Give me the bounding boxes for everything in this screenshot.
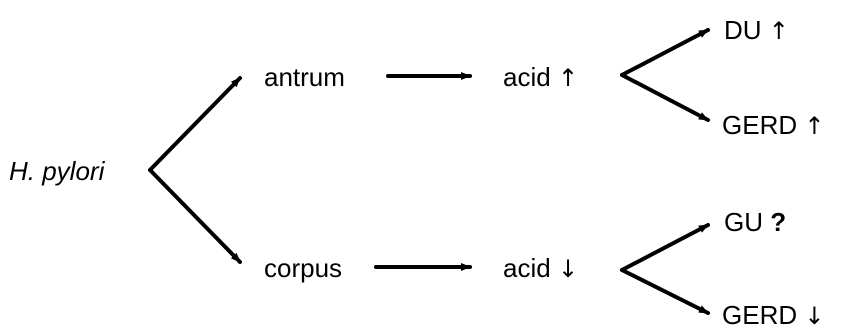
branch-arrow-du	[620, 28, 710, 77]
node-acid-down-label: acid	[503, 253, 551, 283]
node-gu-label: GU	[724, 207, 763, 237]
node-acid-down: acid ↓	[503, 253, 578, 284]
arrow-up-icon: ↑	[768, 17, 789, 45]
question-mark-icon: ?	[770, 207, 787, 237]
node-acid-up: acid ↑	[503, 62, 578, 93]
node-du-label: DU	[724, 15, 762, 45]
branch-arrow-corpus	[148, 168, 242, 264]
node-h-pylori: H. pylori	[9, 156, 104, 186]
node-corpus: corpus	[264, 253, 342, 283]
arrow-down-icon: ↓	[557, 255, 579, 283]
node-gerd-down-label: GERD	[722, 300, 798, 330]
node-antrum-label: antrum	[264, 62, 345, 92]
branch-arrow-gerd-up	[620, 73, 710, 122]
node-gerd-up: GERD ↑	[722, 110, 824, 141]
node-h-pylori-label: H. pylori	[9, 156, 105, 186]
branch-arrow-gu	[620, 223, 710, 272]
node-gerd-up-label: GERD	[722, 110, 798, 140]
branch-arrow-gerd-down	[620, 268, 710, 315]
branch-arrow-antrum	[148, 76, 242, 172]
node-acid-up-label: acid	[503, 62, 551, 92]
node-gu: GU ?	[724, 207, 786, 237]
node-corpus-label: corpus	[264, 253, 343, 283]
arrow-up-icon: ↑	[557, 64, 579, 92]
node-antrum: antrum	[264, 62, 345, 92]
arrow-down-icon: ↓	[804, 302, 825, 330]
node-du: DU ↑	[724, 15, 789, 46]
node-gerd-down: GERD ↓	[722, 300, 824, 331]
arrow-up-icon: ↑	[804, 112, 825, 140]
